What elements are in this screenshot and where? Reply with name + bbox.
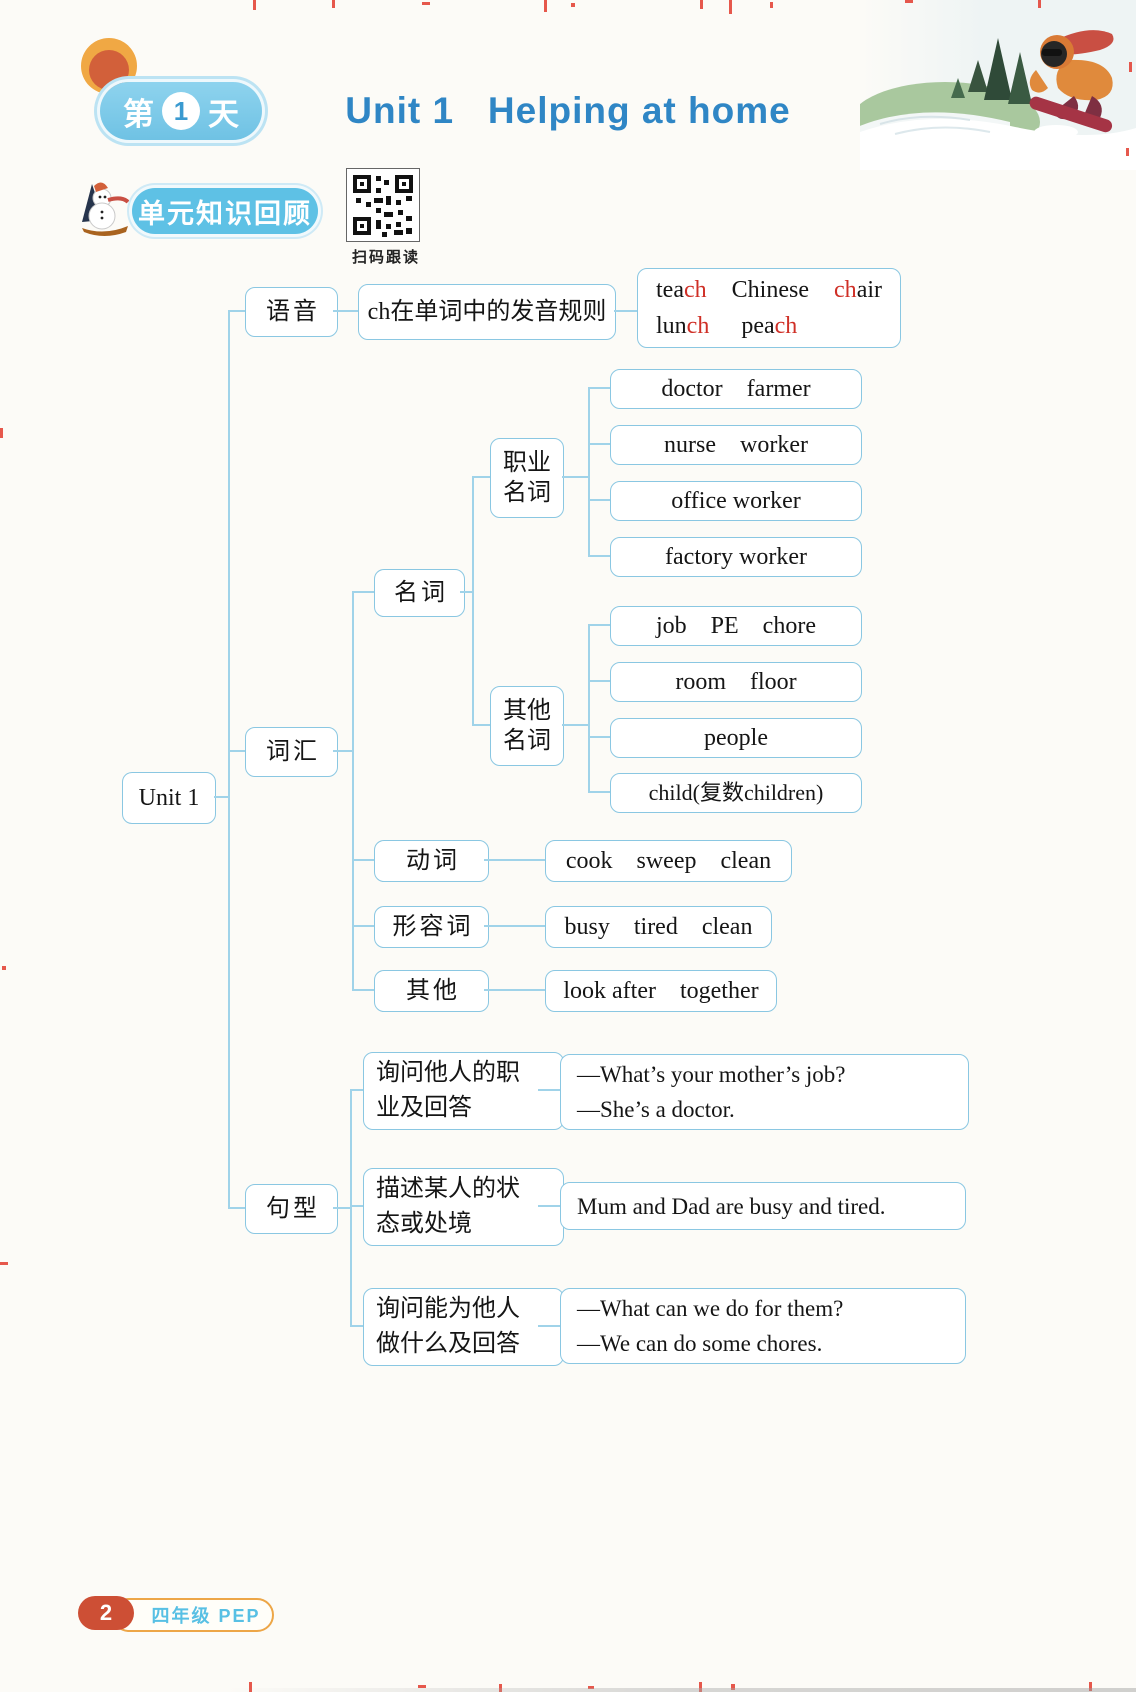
other-noun-node: 其他 名词 — [490, 686, 564, 766]
other-noun-item: job PE chore — [610, 606, 862, 646]
pattern-label: 询问他人的职 业及回答 — [363, 1052, 564, 1130]
pine-trees — [951, 38, 1032, 104]
branch-phonics: 语音 — [245, 287, 338, 337]
winter-illustration — [860, 0, 1136, 170]
day-number: 1 — [162, 92, 200, 130]
sun-flower-decoration — [81, 38, 137, 94]
day-badge-prefix: 第 — [123, 96, 154, 132]
edition-label: 四年级 PEP — [112, 1598, 274, 1632]
qr-caption: 扫码跟读 — [351, 249, 420, 266]
pattern-example: —What’s your mother’s job? —She’s a doct… — [560, 1054, 969, 1130]
word-part: Chinese — [731, 277, 809, 303]
word-part: tea — [656, 277, 684, 303]
day-badge: 第 1 天 — [100, 82, 262, 140]
occupation-item: doctor farmer — [610, 369, 862, 409]
occupation-noun-node: 职业 名词 — [490, 438, 564, 518]
branch-vocab: 词汇 — [245, 727, 338, 777]
vocab-other-node: 其他 — [374, 970, 489, 1012]
word-part: pea — [741, 313, 775, 339]
page-title: Unit 1 Helping at home — [345, 90, 791, 131]
pattern-label: 询问能为他人 做什么及回答 — [363, 1288, 564, 1366]
vocab-noun-node: 名词 — [374, 569, 465, 617]
adjective-words-node: busy tired clean — [545, 906, 772, 948]
word-part-highlight: ch — [774, 313, 798, 339]
word-part-highlight: ch — [834, 277, 857, 303]
pattern-example: —What can we do for them? —We can do som… — [560, 1288, 966, 1364]
vocab-verb-node: 动词 — [374, 840, 489, 882]
section-label-pill: 单元知识回顾 — [132, 188, 318, 234]
other-words-node: look after together — [545, 970, 777, 1012]
word-part-highlight: ch — [686, 313, 710, 339]
word-part: air — [856, 277, 882, 303]
phonics-rule-node: ch在单词中的发音规则 — [358, 284, 616, 340]
mindmap-root-node: Unit 1 — [122, 772, 216, 824]
branch-patterns: 句型 — [245, 1184, 338, 1234]
occupation-item: office worker — [610, 481, 862, 521]
day-badge-suffix: 天 — [208, 96, 239, 132]
snowman-icon — [82, 182, 130, 236]
pattern-example: Mum and Dad are busy and tired. — [560, 1182, 966, 1230]
occupation-item: nurse worker — [610, 425, 862, 465]
other-noun-item: room floor — [610, 662, 862, 702]
verb-words-node: cook sweep clean — [545, 840, 792, 882]
other-noun-item: child(复数children) — [610, 773, 862, 813]
scan-edge-shadow — [0, 1688, 1136, 1692]
vocab-adjective-node: 形容词 — [374, 906, 489, 948]
page-number-badge: 2 — [78, 1596, 134, 1630]
word-part-highlight: ch — [683, 277, 707, 303]
pattern-label: 描述某人的状 态或处境 — [363, 1168, 564, 1246]
word-chinese: Chinese — [732, 275, 809, 305]
other-noun-item: people — [610, 718, 862, 758]
word-part: lun — [656, 313, 687, 339]
qr-code — [346, 168, 420, 242]
occupation-item: factory worker — [610, 537, 862, 577]
snowboarder-figure — [1029, 30, 1114, 139]
